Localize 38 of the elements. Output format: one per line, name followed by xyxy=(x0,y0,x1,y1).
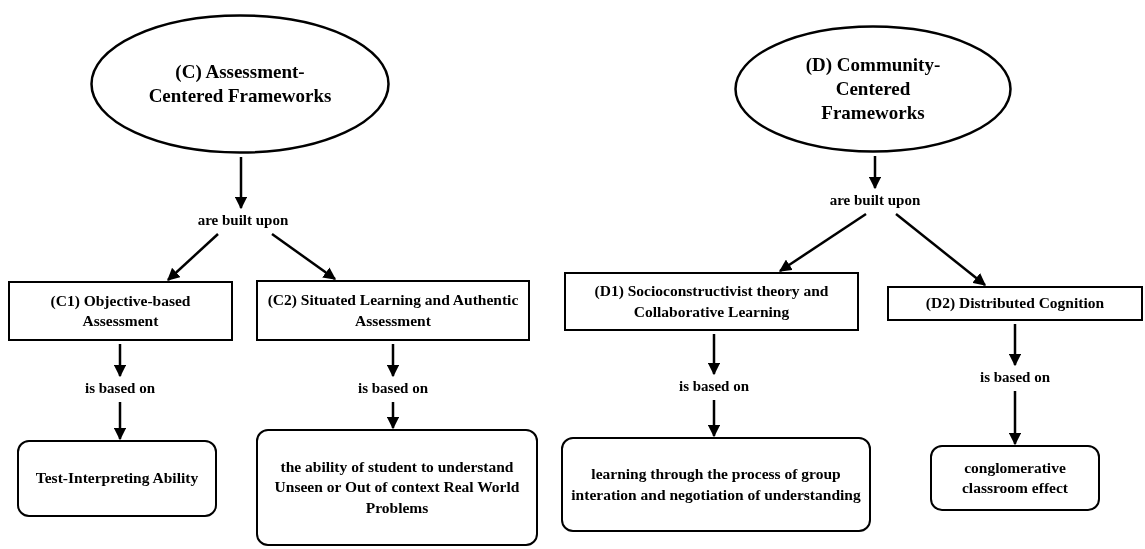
concept-box xyxy=(8,281,233,341)
node-text: (C) Assessment- Centered Frameworks xyxy=(147,60,333,108)
node-text: (C1) Objective-based Assessment xyxy=(49,290,192,331)
arrow xyxy=(113,344,127,378)
node-text: Test-Interpreting Ability xyxy=(35,468,199,489)
link-phrase: is based on xyxy=(654,375,774,397)
arrow xyxy=(868,156,882,190)
arrow xyxy=(1008,324,1022,367)
arrow xyxy=(386,344,400,378)
link-phrase: are built upon xyxy=(805,189,945,211)
outcome-box xyxy=(561,437,871,532)
node-text: the ability of student to understand Unseen or Out of context Real World Problems xyxy=(273,457,521,518)
node-text: (D2) Distributed Cognition xyxy=(925,293,1105,314)
arrow xyxy=(167,233,219,281)
node-text: learning through the process of group interation and negotiation of understanding xyxy=(570,464,862,505)
concept-box xyxy=(256,280,530,341)
link-phrase: are built upon xyxy=(173,209,313,231)
arrow xyxy=(895,213,986,286)
node-text: (D) Community- Centered Frameworks xyxy=(804,53,942,125)
outcome-box xyxy=(930,445,1100,511)
arrow xyxy=(707,334,721,376)
link-phrase: is based on xyxy=(333,377,453,399)
node-text: conglomerative classroom effect xyxy=(961,457,1069,498)
arrow xyxy=(386,402,400,430)
node-text: (C2) Situated Learning and Authentic Assessment xyxy=(266,290,520,331)
outcome-box xyxy=(256,429,538,546)
link-phrase: is based on xyxy=(60,377,180,399)
concept-box xyxy=(887,286,1143,321)
arrow xyxy=(113,402,127,441)
arrow xyxy=(234,157,248,210)
arrow xyxy=(271,233,336,280)
outcome-box xyxy=(17,440,217,517)
concept-box xyxy=(564,272,859,331)
arrow xyxy=(1008,391,1022,446)
link-phrase: is based on xyxy=(955,366,1075,388)
arrow xyxy=(707,400,721,438)
node-text: (D1) Socioconstructivist theory and Collaborative Learning xyxy=(593,281,830,322)
arrow xyxy=(778,212,867,273)
